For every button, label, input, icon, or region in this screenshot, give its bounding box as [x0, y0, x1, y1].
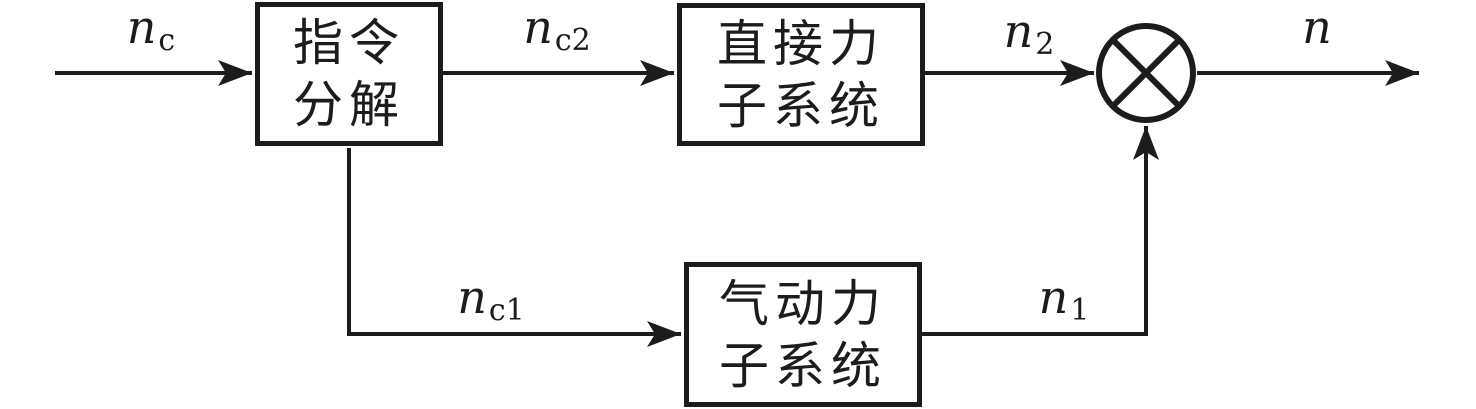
- block-aerodynamic-force-subsystem: 气动力 子系统: [684, 262, 922, 407]
- signal-label-nc-base: n: [126, 0, 157, 54]
- multiply-junction-icon: [1096, 23, 1196, 123]
- signal-label-n2-subscript: 2: [1035, 26, 1055, 62]
- signal-label-n2-base: n: [1003, 4, 1034, 58]
- block-command-decomposition: 指令 分解: [255, 2, 443, 146]
- signal-label-nc1-subscript: c1: [488, 292, 525, 328]
- signal-label-n1-subscript: 1: [1070, 292, 1090, 328]
- signal-label-nc2-subscript: c2: [554, 22, 591, 58]
- block-command-decomposition-line2: 分解: [293, 76, 405, 134]
- block-direct-force-subsystem-line2: 子系统: [717, 76, 885, 135]
- block-direct-force-subsystem: 直接力 子系统: [677, 3, 925, 146]
- signal-label-nc1: nc1: [457, 274, 525, 326]
- block-direct-force-subsystem-line1: 直接力: [717, 14, 885, 73]
- block-command-decomposition-line1: 指令: [293, 14, 405, 72]
- signal-label-n-output: n: [1302, 4, 1334, 56]
- arrow-n1-to-junction: [922, 126, 1159, 336]
- signal-label-n1: n1: [1039, 274, 1090, 326]
- signal-label-nc2-base: n: [523, 0, 553, 54]
- signal-label-nc1-base: n: [457, 270, 487, 324]
- arrow-nc1-to-aero-force: [347, 148, 681, 347]
- signal-label-n-output-base: n: [1302, 0, 1332, 54]
- signal-label-nc: nc: [127, 4, 175, 56]
- block-aerodynamic-force-subsystem-line2: 子系统: [719, 336, 887, 395]
- signal-label-n2: n2: [1004, 8, 1055, 60]
- block-aerodynamic-force-subsystem-line1: 气动力: [719, 274, 887, 333]
- signal-label-n1-base: n: [1038, 270, 1069, 324]
- signal-label-nc2: nc2: [523, 4, 591, 56]
- signal-label-nc-subscript: c: [158, 22, 176, 58]
